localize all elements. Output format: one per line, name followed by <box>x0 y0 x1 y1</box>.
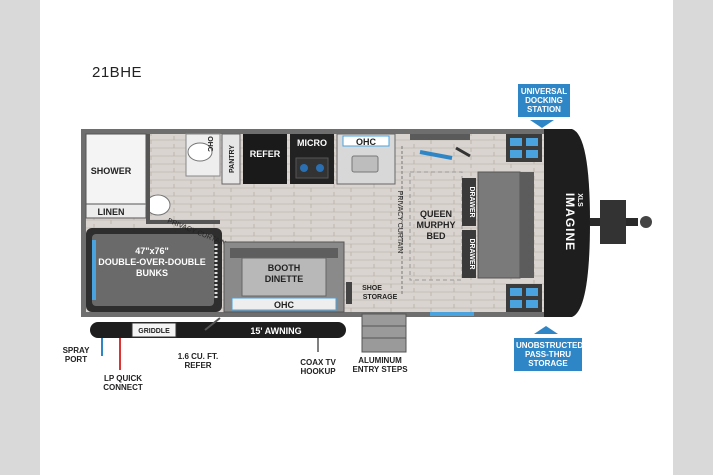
awning-label: 15' AWNING <box>250 326 301 336</box>
docking-station-callout: UNIVERSAL DOCKING STATION <box>518 84 570 117</box>
side-window <box>430 312 474 316</box>
entry-steps <box>361 313 407 353</box>
bunks-label-2: DOUBLE-OVER-DOUBLE <box>98 257 206 267</box>
dinette-bench-back <box>230 248 338 258</box>
brand-logo: IMAGINE <box>563 193 577 251</box>
drawer-bottom-label: DRAWER <box>468 238 475 269</box>
tv-mount <box>419 150 453 160</box>
bed-label-3: BED <box>426 231 446 241</box>
shoe-storage <box>346 282 352 304</box>
docking-callout-arrow <box>530 120 554 128</box>
model-name: 21BHE <box>92 64 143 81</box>
front-sofa <box>477 171 521 279</box>
front-shelf <box>410 134 470 140</box>
refer-label: REFER <box>250 149 281 159</box>
bunks-label-1: 47"x76" <box>135 246 169 256</box>
kitchen-ohc <box>342 135 390 147</box>
brand-sub: XLS <box>576 193 583 207</box>
dinette-label-2: DINETTE <box>265 274 304 284</box>
tv <box>455 146 471 158</box>
drawer-bottom <box>462 230 476 278</box>
shower-label: SHOWER <box>91 166 132 176</box>
hitch-coupler <box>640 216 652 228</box>
bed-label-2: MURPHY <box>416 220 455 230</box>
bunk-window <box>92 240 96 300</box>
refer-leader <box>204 317 221 331</box>
dinette-ohc <box>231 297 337 311</box>
awning-bar <box>90 322 346 338</box>
cubby-2 <box>526 138 538 146</box>
cubby-7 <box>510 300 522 308</box>
refrigerator <box>243 134 287 184</box>
bath-wall <box>146 134 150 224</box>
micro-label: MICRO <box>297 138 327 148</box>
sofa-back <box>520 172 534 278</box>
coax-label: COAX TV HOOKUP <box>300 358 336 376</box>
entry-steps-label: ALUMINUM ENTRY STEPS <box>352 356 408 374</box>
drawer-top-label: DRAWER <box>468 186 475 217</box>
shoe-label-2: STORAGE <box>363 294 398 301</box>
cubby-6 <box>526 288 538 296</box>
bath-ohc-label: OHC <box>206 136 213 152</box>
bed-label-1: QUEEN <box>420 209 452 219</box>
shower-stall <box>85 133 147 205</box>
dinette-ohc-label: OHC <box>274 300 295 310</box>
cubby-4 <box>526 150 538 158</box>
cubby-1 <box>510 138 522 146</box>
hitch-frame <box>600 200 626 244</box>
griddle-label: GRIDDLE <box>138 328 170 335</box>
refer-ext-label: 1.6 CU. FT. REFER <box>177 352 219 370</box>
cubby-3 <box>510 150 522 158</box>
dinette-table <box>241 257 327 297</box>
linen-label: LINEN <box>98 207 125 217</box>
lp-connect-label: LP QUICK CONNECT <box>103 374 143 392</box>
passthru-callout-arrow <box>534 326 558 334</box>
pantry-label: PANTRY <box>229 145 236 173</box>
griddle <box>131 322 177 338</box>
shoe-label-1: SHOE <box>362 285 382 292</box>
cubby-5 <box>510 288 522 296</box>
bed-curtain-label: PRIVACY CURTAIN <box>396 191 403 254</box>
bunk-mattress <box>92 234 214 306</box>
drawer-top <box>462 178 476 226</box>
burner-1 <box>300 164 308 172</box>
cooktop <box>295 157 329 179</box>
cubby-8 <box>526 300 538 308</box>
bath-wall-bottom <box>150 220 220 224</box>
spray-port-label: SPRAY PORT <box>62 346 90 364</box>
pantry <box>221 133 241 185</box>
pass-thru-storage-callout: UNOBSTRUCTED PASS-THRU STORAGE <box>514 338 583 371</box>
kitchen-sink <box>351 155 379 173</box>
bath-sink <box>187 142 213 162</box>
bunks-label-3: BUNKS <box>136 268 168 278</box>
front-cap <box>544 129 590 317</box>
kitchen-ohc-label: OHC <box>356 137 377 147</box>
dinette-label-1: BOOTH <box>268 263 301 273</box>
burner-2 <box>316 164 324 172</box>
